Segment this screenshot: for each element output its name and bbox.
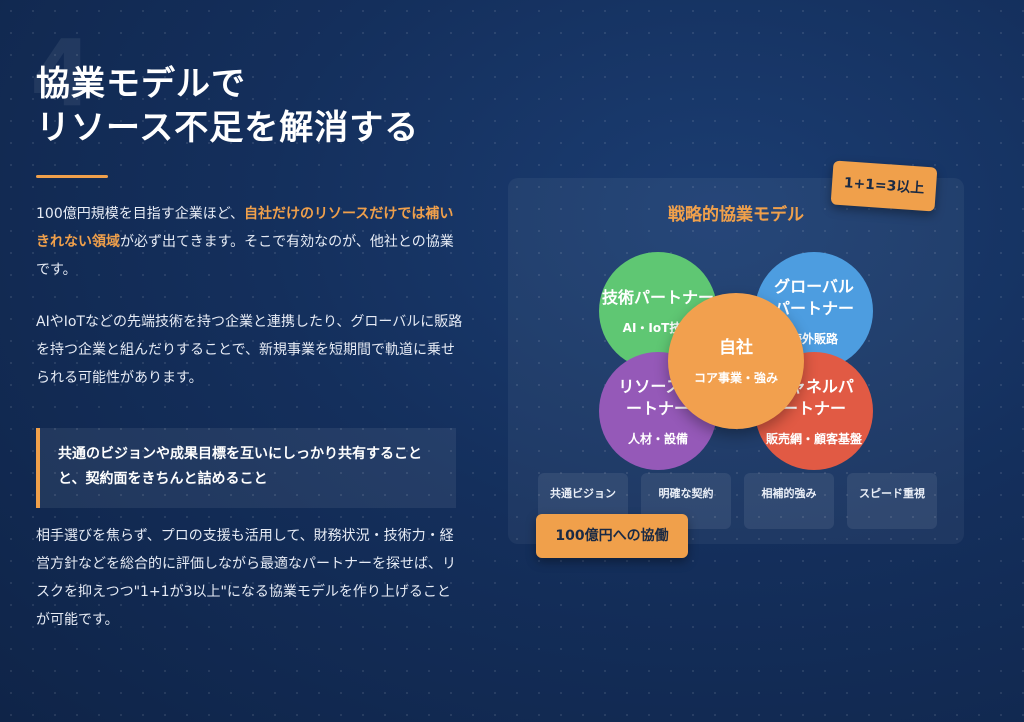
intro-paragraph: 100億円規模を目指す企業ほど、自社だけのリソースだけでは補いきれない領域が必ず… xyxy=(36,200,464,284)
conclusion-paragraph: 相手選びを焦らず、プロの支援も活用して、財務状況・技術力・経営方針などを総合的に… xyxy=(36,528,456,628)
global-partner-title: グローバルパートナー xyxy=(773,276,854,318)
own-company-title: 自社 xyxy=(719,337,753,358)
resource-partner-sub: 人材・設備 xyxy=(627,431,688,446)
title-line-2: リソース不足を解消する xyxy=(36,108,420,148)
goal-badge: 100億円への協働 xyxy=(536,514,688,558)
feature-complementary-strengths: 相補的強み xyxy=(744,473,834,529)
own-company-circle: 自社 コア事業・強み xyxy=(668,293,804,429)
page-title: 協業モデルで リソース不足を解消する xyxy=(36,62,419,150)
intro-text-start: 100億円規模を目指す企業ほど、 xyxy=(36,206,245,222)
intro-highlight: 自社だけのリソースだけでは補いきれない領域 xyxy=(36,206,454,250)
channel-partner-sub: 販売網・顧客基盤 xyxy=(765,431,862,446)
own-company-sub: コア事業・強み xyxy=(693,370,778,385)
tech-partner-title: 技術パートナー xyxy=(601,287,714,307)
global-partner-sub: 海外販路 xyxy=(789,331,838,346)
tech-paragraph: AIやIoTなどの先端技術を持つ企業と連携したり、グローバルに販路を持つ企業と組… xyxy=(36,314,463,386)
title-underline xyxy=(36,175,108,178)
synergy-badge: 1+1=3以上 xyxy=(830,160,938,212)
title-line-1: 協業モデルで xyxy=(36,64,246,104)
feature-speed: スピード重視 xyxy=(847,473,937,529)
intro-text-end: が必ず出てきます。そこで有効なのが、他社との協業です。 xyxy=(36,234,454,278)
section-number: 4 xyxy=(30,20,95,127)
key-point-callout: 共通のビジョンや成果目標を互いにしっかり共有することと、契約面をきちんと詰めるこ… xyxy=(36,428,456,508)
diagram-title: 戦略的協業モデル xyxy=(668,205,804,225)
